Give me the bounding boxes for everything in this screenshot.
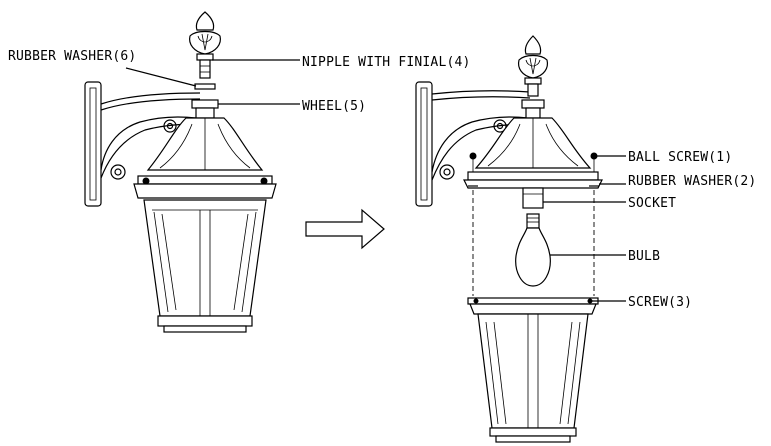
bulb-part <box>515 213 551 287</box>
label-wheel-5: WHEEL(5) <box>302 99 366 114</box>
finial-left <box>189 11 221 79</box>
label-rubber-washer-2: RUBBER WASHER(2) <box>628 174 756 189</box>
label-screw-3: SCREW(3) <box>628 295 692 310</box>
label-socket: SOCKET <box>628 196 676 211</box>
lamp-base <box>157 315 253 327</box>
arm-rod-top <box>100 92 201 105</box>
finial-right <box>517 35 549 97</box>
socket-part <box>522 187 544 209</box>
ball-screws <box>468 152 599 187</box>
label-nipple-with-finial-4: NIPPLE WITH FINIAL(4) <box>302 55 471 70</box>
backplate <box>84 81 102 207</box>
lamp-rim <box>137 175 273 185</box>
backplate-inner <box>89 87 97 201</box>
label-rubber-washer-6: RUBBER WASHER(6) <box>8 49 136 64</box>
wheel-5-part <box>191 99 219 109</box>
label-ball-screw-1: BALL SCREW(1) <box>628 150 732 165</box>
leader-lines <box>125 59 626 302</box>
backplate-right <box>415 81 433 207</box>
lower-glass-body <box>477 313 589 429</box>
assembled-lamp <box>84 11 277 333</box>
right-arrow-icon <box>305 208 385 250</box>
rubber-washer-6-part <box>194 83 216 90</box>
scroll-bracket <box>100 116 197 171</box>
label-bulb: BULB <box>628 249 660 264</box>
exploded-lamp <box>415 35 603 443</box>
